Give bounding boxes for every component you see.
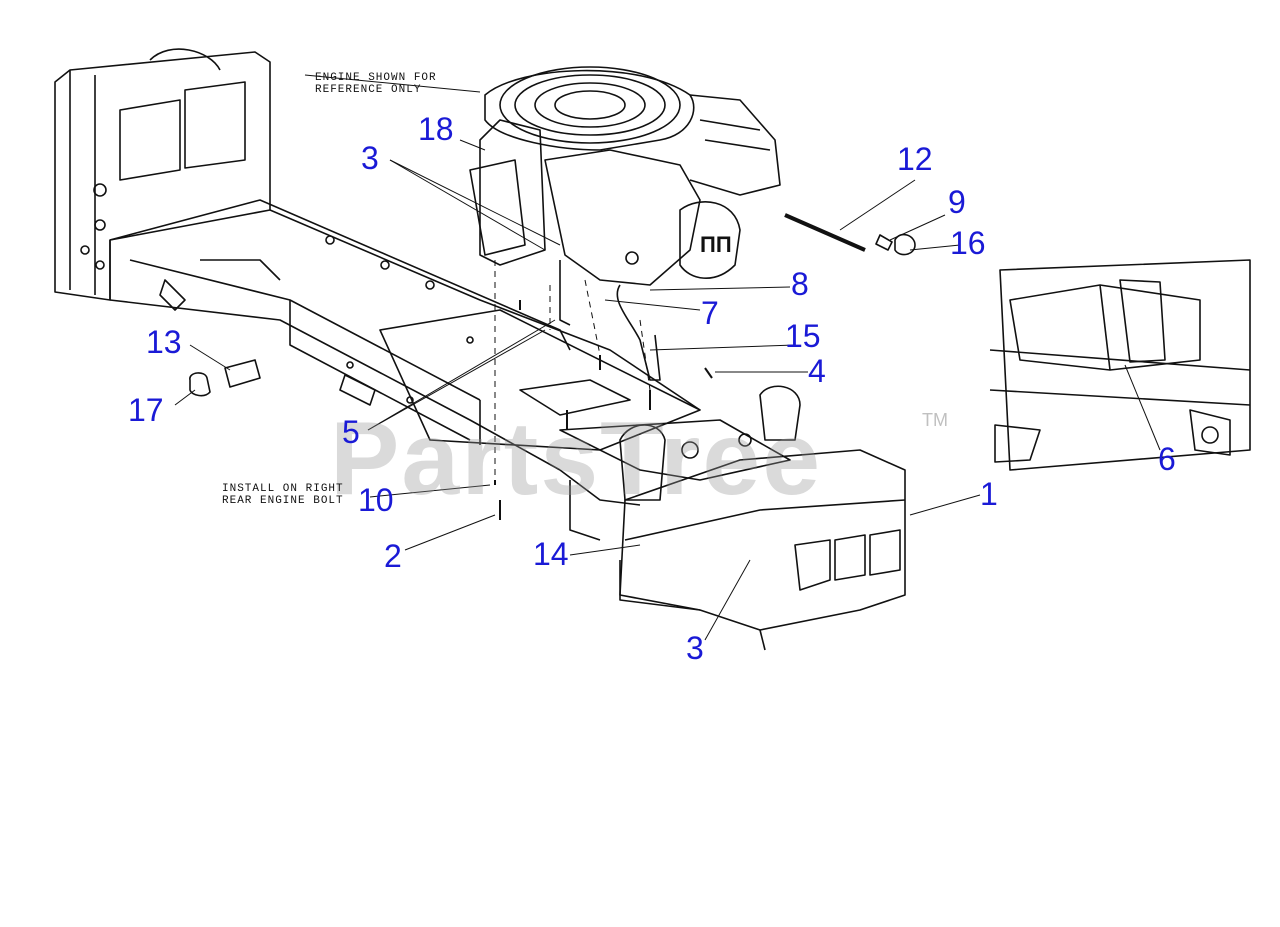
engine-reference-note: ENGINE SHOWN FOR REFERENCE ONLY — [315, 72, 437, 96]
callout-14[interactable]: 14 — [533, 536, 569, 572]
leader-lines — [174, 74, 1161, 641]
svg-text:ПП: ПП — [700, 232, 732, 257]
callout-3-engine[interactable]: 3 — [361, 140, 379, 176]
watermark-tm: TM — [922, 410, 948, 430]
callout-18[interactable]: 18 — [418, 111, 454, 147]
callout-9[interactable]: 9 — [948, 184, 966, 220]
install-note: INSTALL ON RIGHT REAR ENGINE BOLT — [222, 483, 344, 507]
callout-12[interactable]: 12 — [897, 141, 933, 177]
callout-13[interactable]: 13 — [146, 324, 182, 360]
callout-16[interactable]: 16 — [950, 225, 986, 261]
main-frame — [109, 199, 701, 506]
callout-15[interactable]: 15 — [785, 318, 821, 354]
callout-4[interactable]: 4 — [808, 353, 826, 389]
front-frame — [559, 385, 801, 541]
callout-8[interactable]: 8 — [791, 266, 809, 302]
callout-17[interactable]: 17 — [128, 392, 164, 428]
callout-6[interactable]: 6 — [1158, 441, 1176, 477]
parts-13-17 — [189, 359, 261, 397]
rear-frame-plate — [54, 48, 271, 301]
callout-7[interactable]: 7 — [701, 295, 719, 331]
heat-shield — [619, 449, 906, 651]
callout-5[interactable]: 5 — [342, 414, 360, 450]
bolts — [494, 300, 713, 520]
callout-1[interactable]: 1 — [980, 476, 998, 512]
callout-2[interactable]: 2 — [384, 538, 402, 574]
callout-10[interactable]: 10 — [358, 482, 394, 518]
inset-detail — [989, 259, 1251, 471]
parts-12-9-16 — [784, 213, 916, 256]
callout-3-shield[interactable]: 3 — [686, 630, 704, 666]
